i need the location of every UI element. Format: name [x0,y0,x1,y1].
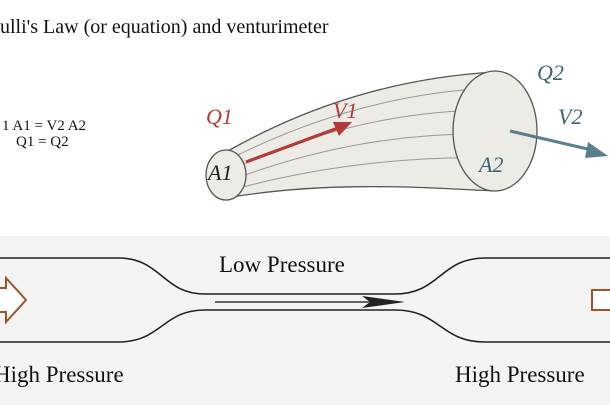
equation-continuity: 1 A1 = V2 A2 [2,118,87,134]
label-v2: V2 [558,104,583,129]
venturi-lower-wall [0,309,610,343]
high-pressure-right-label: High Pressure [455,362,585,387]
label-v1: V1 [333,98,358,123]
inlet-cross-section-a1 [205,149,247,201]
stream-tube-body [226,72,495,198]
stream-tube-top-edge [225,71,496,153]
label-q2: Q2 [537,60,564,85]
inlet-hollow-arrow [0,275,28,325]
equation-flow-rate: Q1 = Q2 [16,134,69,150]
outlet-cross-section-a2 [452,70,538,192]
high-pressure-left-label: High Pressure [0,362,124,387]
v2-arrow [509,129,608,158]
stream-tube-bottom-edge [225,185,496,199]
low-pressure-label: Low Pressure [219,252,345,277]
venturi-upper-wall [0,257,610,295]
venturimeter-background [0,236,610,405]
throat-flow-arrow [215,296,405,308]
label-a2: A2 [479,152,504,177]
label-a1: A1 [208,160,233,185]
diagram-title: ulli's Law (or equation) and venturimete… [0,16,329,38]
v1-arrow [245,122,352,164]
outlet-hollow-arrow [591,289,610,311]
label-q1: Q1 [206,104,233,129]
